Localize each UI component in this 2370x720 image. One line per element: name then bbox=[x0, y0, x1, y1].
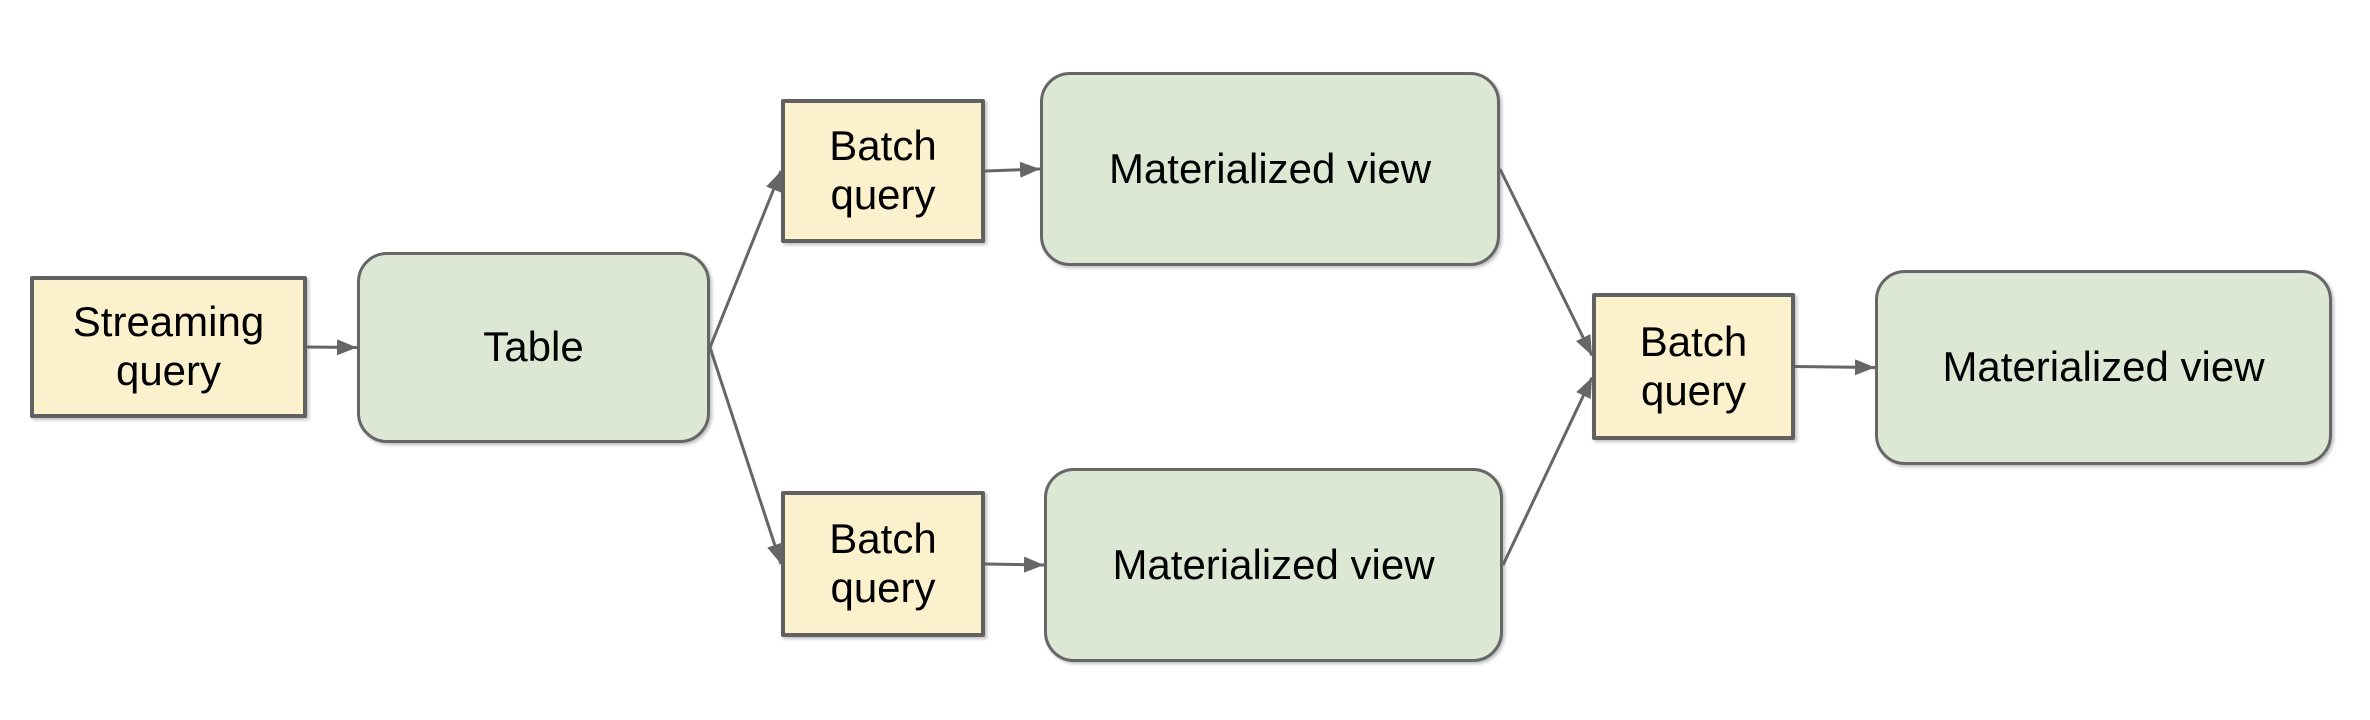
materialized-view-top-node: Materialized view bbox=[1040, 72, 1500, 266]
materialized-view-bottom-node: Materialized view bbox=[1044, 468, 1503, 662]
connector-batch-query-bottom-node-to-materialized-view-bottom-node bbox=[984, 556, 1045, 573]
node-label: Batch query bbox=[1639, 317, 1748, 414]
connector-table-node-to-batch-query-top-node bbox=[708, 170, 783, 349]
materialized-view-right-node: Materialized view bbox=[1875, 270, 2332, 465]
batch-query-bottom-node: Batch query bbox=[781, 491, 985, 637]
table-node: Table bbox=[357, 252, 710, 443]
node-label: Materialized view bbox=[1112, 540, 1435, 588]
batch-query-top-node: Batch query bbox=[781, 99, 985, 243]
batch-query-right-node: Batch query bbox=[1592, 293, 1795, 440]
connector-batch-query-right-node-to-materialized-view-right-node bbox=[1794, 359, 1876, 376]
node-label: Batch query bbox=[829, 122, 937, 218]
connector-batch-query-top-node-to-materialized-view-top-node bbox=[984, 161, 1041, 178]
connector-materialized-view-bottom-node-to-batch-query-right-node bbox=[1501, 376, 1594, 566]
streaming-query-node: Streaming query bbox=[30, 276, 307, 418]
connector-table-node-to-batch-query-bottom-node bbox=[708, 347, 783, 565]
node-label: Table bbox=[483, 323, 584, 371]
node-label: Materialized view bbox=[1942, 343, 2265, 391]
node-label: Streaming query bbox=[72, 298, 265, 394]
node-label: Batch query bbox=[829, 515, 937, 611]
node-label: Materialized view bbox=[1108, 144, 1432, 192]
connector-materialized-view-top-node-to-batch-query-right-node bbox=[1498, 168, 1594, 357]
connector-streaming-query-node-to-table-node bbox=[306, 339, 358, 356]
